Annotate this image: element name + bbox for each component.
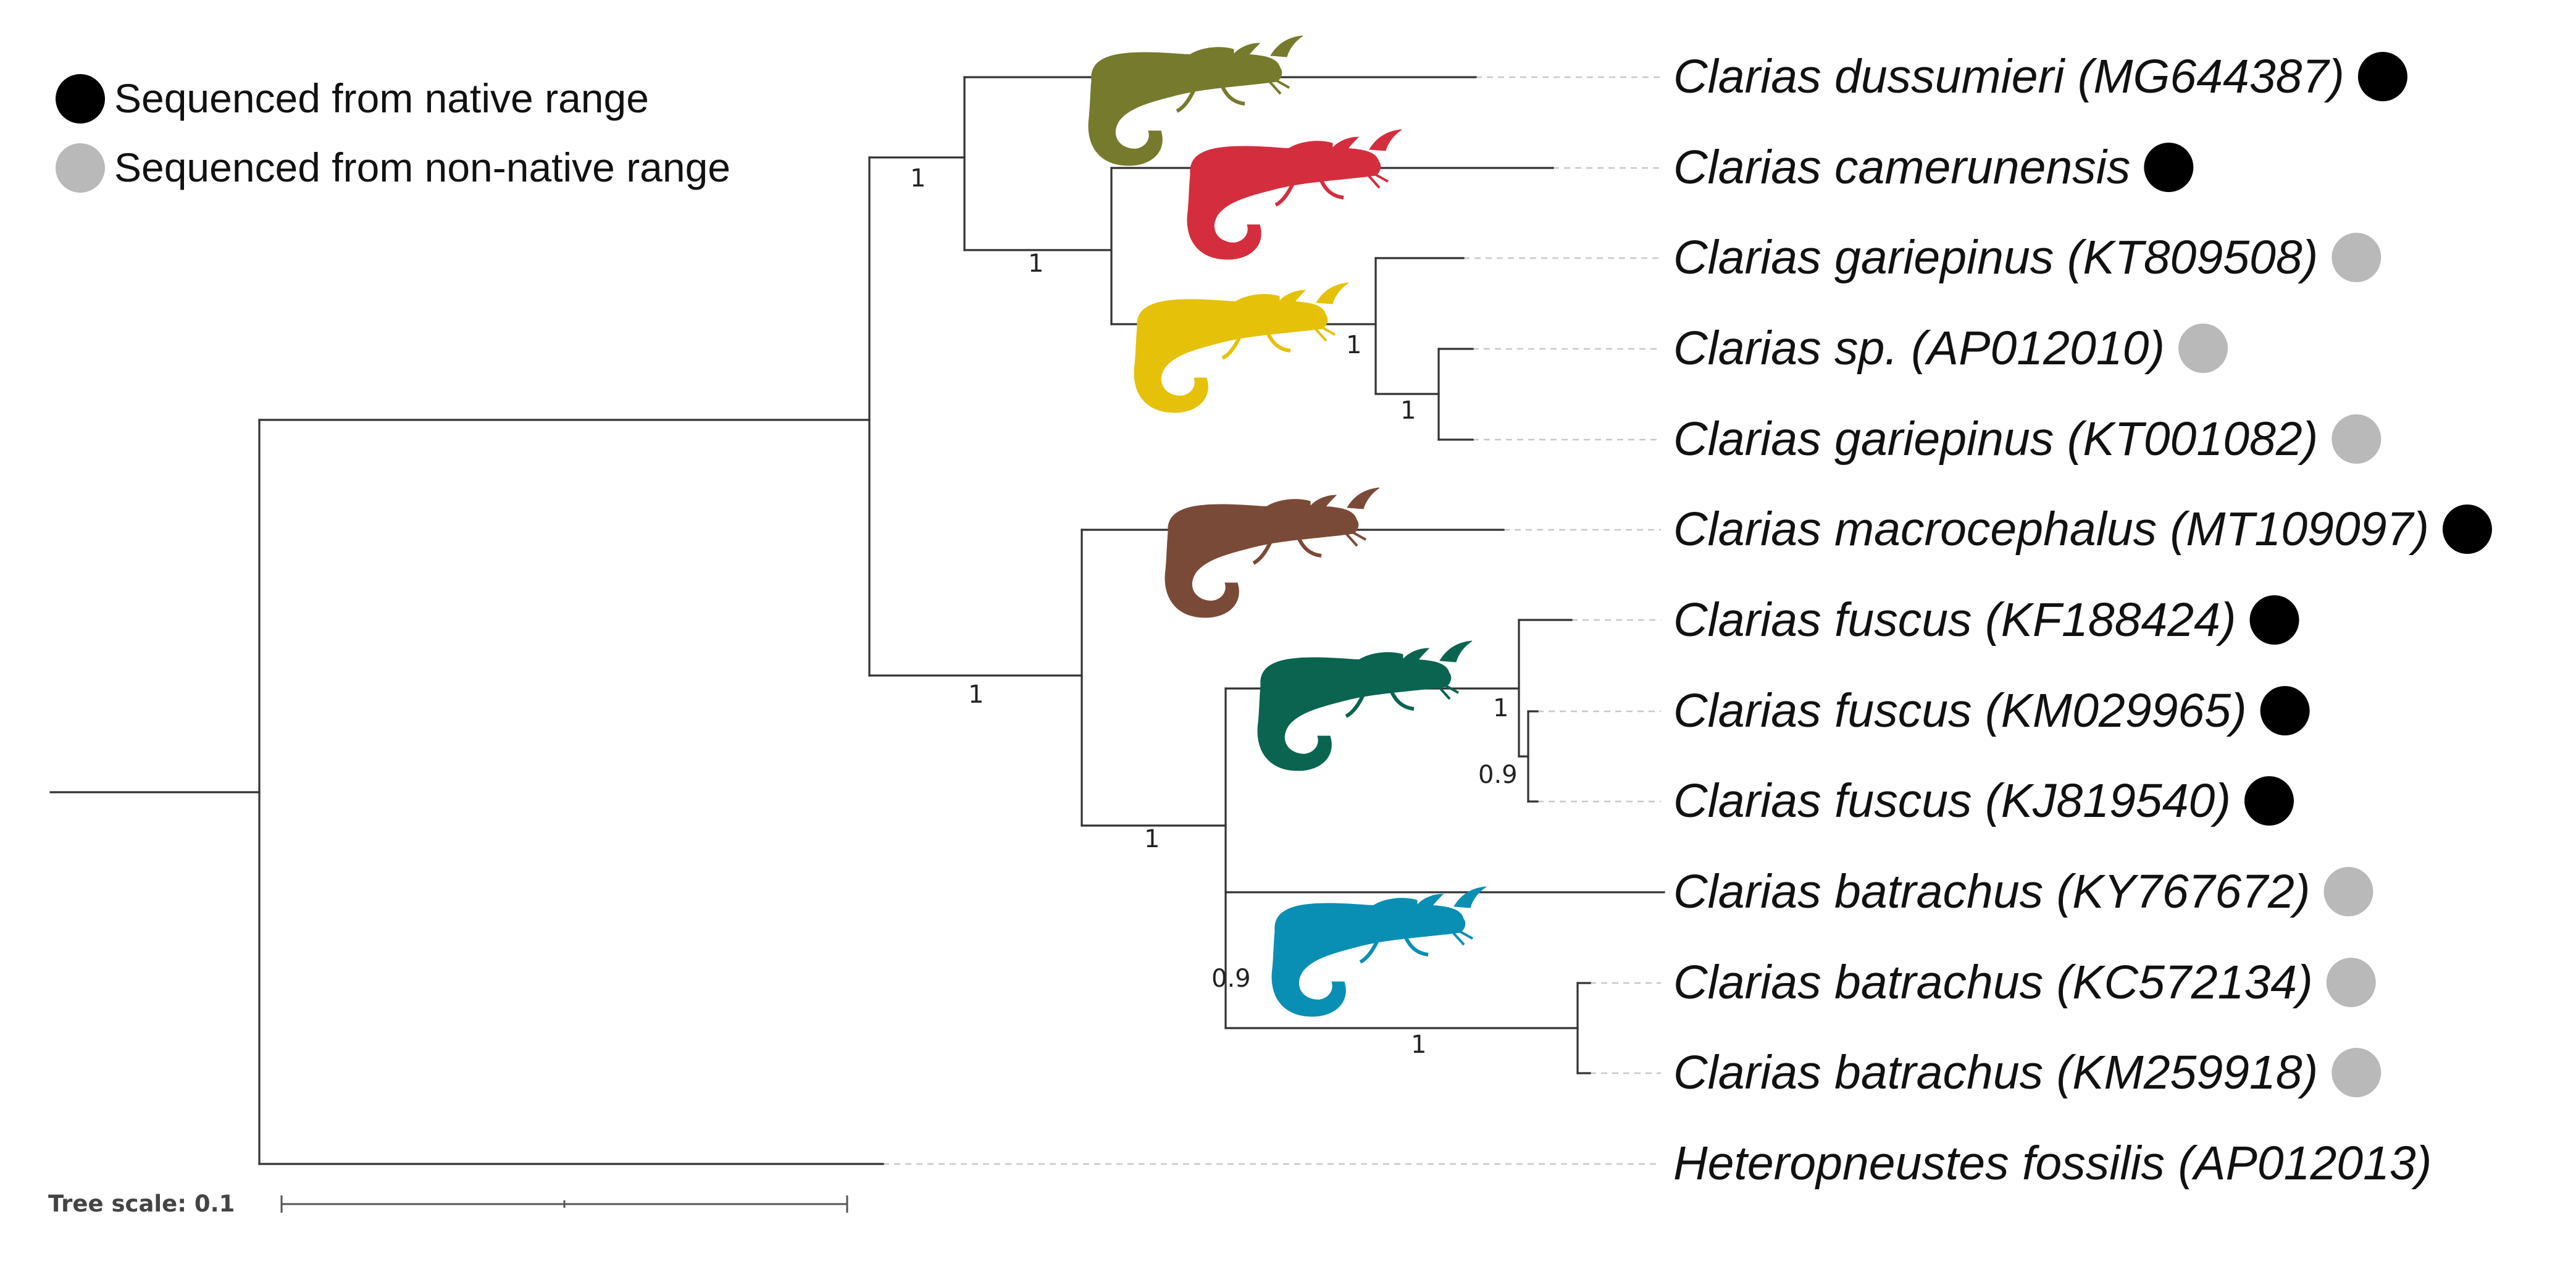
native-range-marker [2244,776,2294,826]
support-value: 1 [910,164,926,193]
legend-non-native-label: Sequenced from non-native range [114,144,730,190]
native-range-marker [2249,595,2299,645]
catfish-icon-green [1258,641,1472,771]
tree-branches [49,76,1665,1165]
tip-label: Clarias gariepinus (KT001082) [1673,412,2318,466]
legend-native-label: Sequenced from native range [114,75,649,121]
non-native-range-marker [2331,414,2382,464]
catfish-icon-olive [1089,36,1303,165]
catfish-icon-red [1187,130,1402,259]
legend: Sequenced from native range Sequenced fr… [56,74,730,193]
tip-label: Clarias macrocephalus (MT109097) [1673,503,2429,556]
tip-label: Clarias batrachus (KM259918) [1673,1046,2318,1099]
legend-non-native-marker [56,143,105,193]
non-native-range-marker [2326,958,2376,1007]
native-range-marker [2260,686,2310,735]
tip-label: Clarias dussumieri (MG644387) [1673,50,2344,103]
non-native-range-marker [2331,1048,2382,1097]
tip-label: Clarias fuscus (KJ819540) [1673,774,2231,827]
label-guides [883,76,1661,1165]
native-range-marker [2357,52,2407,101]
tip-label: Clarias batrachus (KY767672) [1673,865,2310,918]
support-value: 1 [1493,694,1508,722]
non-native-range-marker [2178,324,2228,373]
support-value: 1 [1400,396,1416,425]
tip-label: Clarias sp. (AP012010) [1673,322,2165,375]
native-range-marker [2442,504,2492,554]
support-value: 0.9 [1211,964,1251,993]
non-native-range-marker [2331,233,2382,282]
support-value: 1 [1411,1031,1426,1059]
tip-label: Clarias fuscus (KF188424) [1673,593,2236,646]
support-value: 1 [1346,331,1361,359]
tree-scale: Tree scale: 0.1 [48,1190,848,1217]
tip-label: Clarias camerunensis [1673,141,2130,194]
tree-scale-label: Tree scale: 0.1 [48,1190,235,1217]
support-values: 1 1 1 1 1 1 1 0.9 0.9 1 [910,164,1518,1059]
tip-label: Clarias fuscus (KM029965) [1673,684,2247,737]
support-value: 1 [1144,825,1160,853]
non-native-range-marker [2323,867,2373,916]
catfish-silhouettes [1089,36,1486,1016]
native-range-marker [2144,143,2194,192]
catfish-icon-blue [1272,887,1486,1016]
tip-labels: Clarias dussumieri (MG644387) Clarias ca… [1673,50,2432,1190]
catfish-icon-brown [1165,488,1379,617]
tip-label: Clarias gariepinus (KT809508) [1673,231,2318,284]
tip-label: Heteropneustes fossilis (AP012013) [1673,1137,2432,1190]
tip-label: Clarias batrachus (KC572134) [1673,956,2313,1009]
legend-native-marker [56,74,105,123]
status-markers [2144,52,2492,1097]
catfish-icon-yellow [1134,283,1349,412]
support-value: 1 [968,680,984,709]
support-value: 1 [1028,249,1043,278]
support-value: 0.9 [1478,761,1518,789]
